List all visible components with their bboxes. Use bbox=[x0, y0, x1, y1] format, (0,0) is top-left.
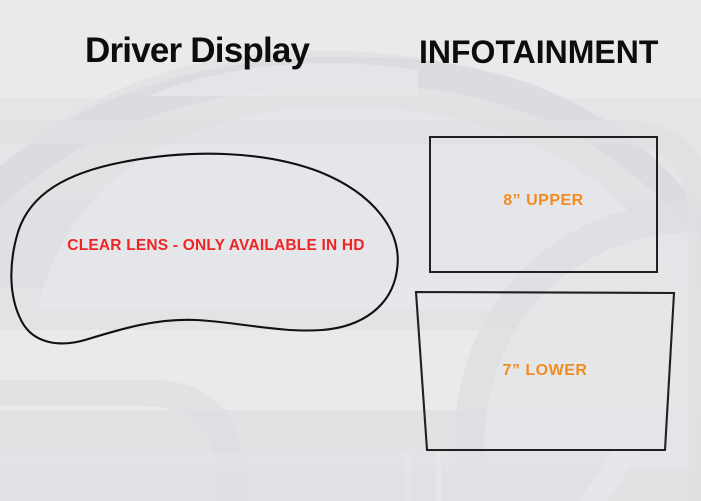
infotainment-panel-upper[interactable] bbox=[429, 136, 658, 273]
page-title-driver-display: Driver Display bbox=[85, 31, 310, 70]
clear-lens-note: CLEAR LENS - ONLY AVAILABLE IN HD bbox=[67, 237, 365, 254]
infotainment-panel-lower[interactable] bbox=[405, 282, 690, 462]
infotainment-panel-upper-label: 8” UPPER bbox=[503, 192, 584, 209]
infotainment-panel-lower-label: 7” LOWER bbox=[502, 362, 588, 379]
page-title-infotainment: INFOTAINMENT bbox=[419, 34, 659, 70]
driver-display-lens-outline[interactable] bbox=[0, 150, 420, 360]
